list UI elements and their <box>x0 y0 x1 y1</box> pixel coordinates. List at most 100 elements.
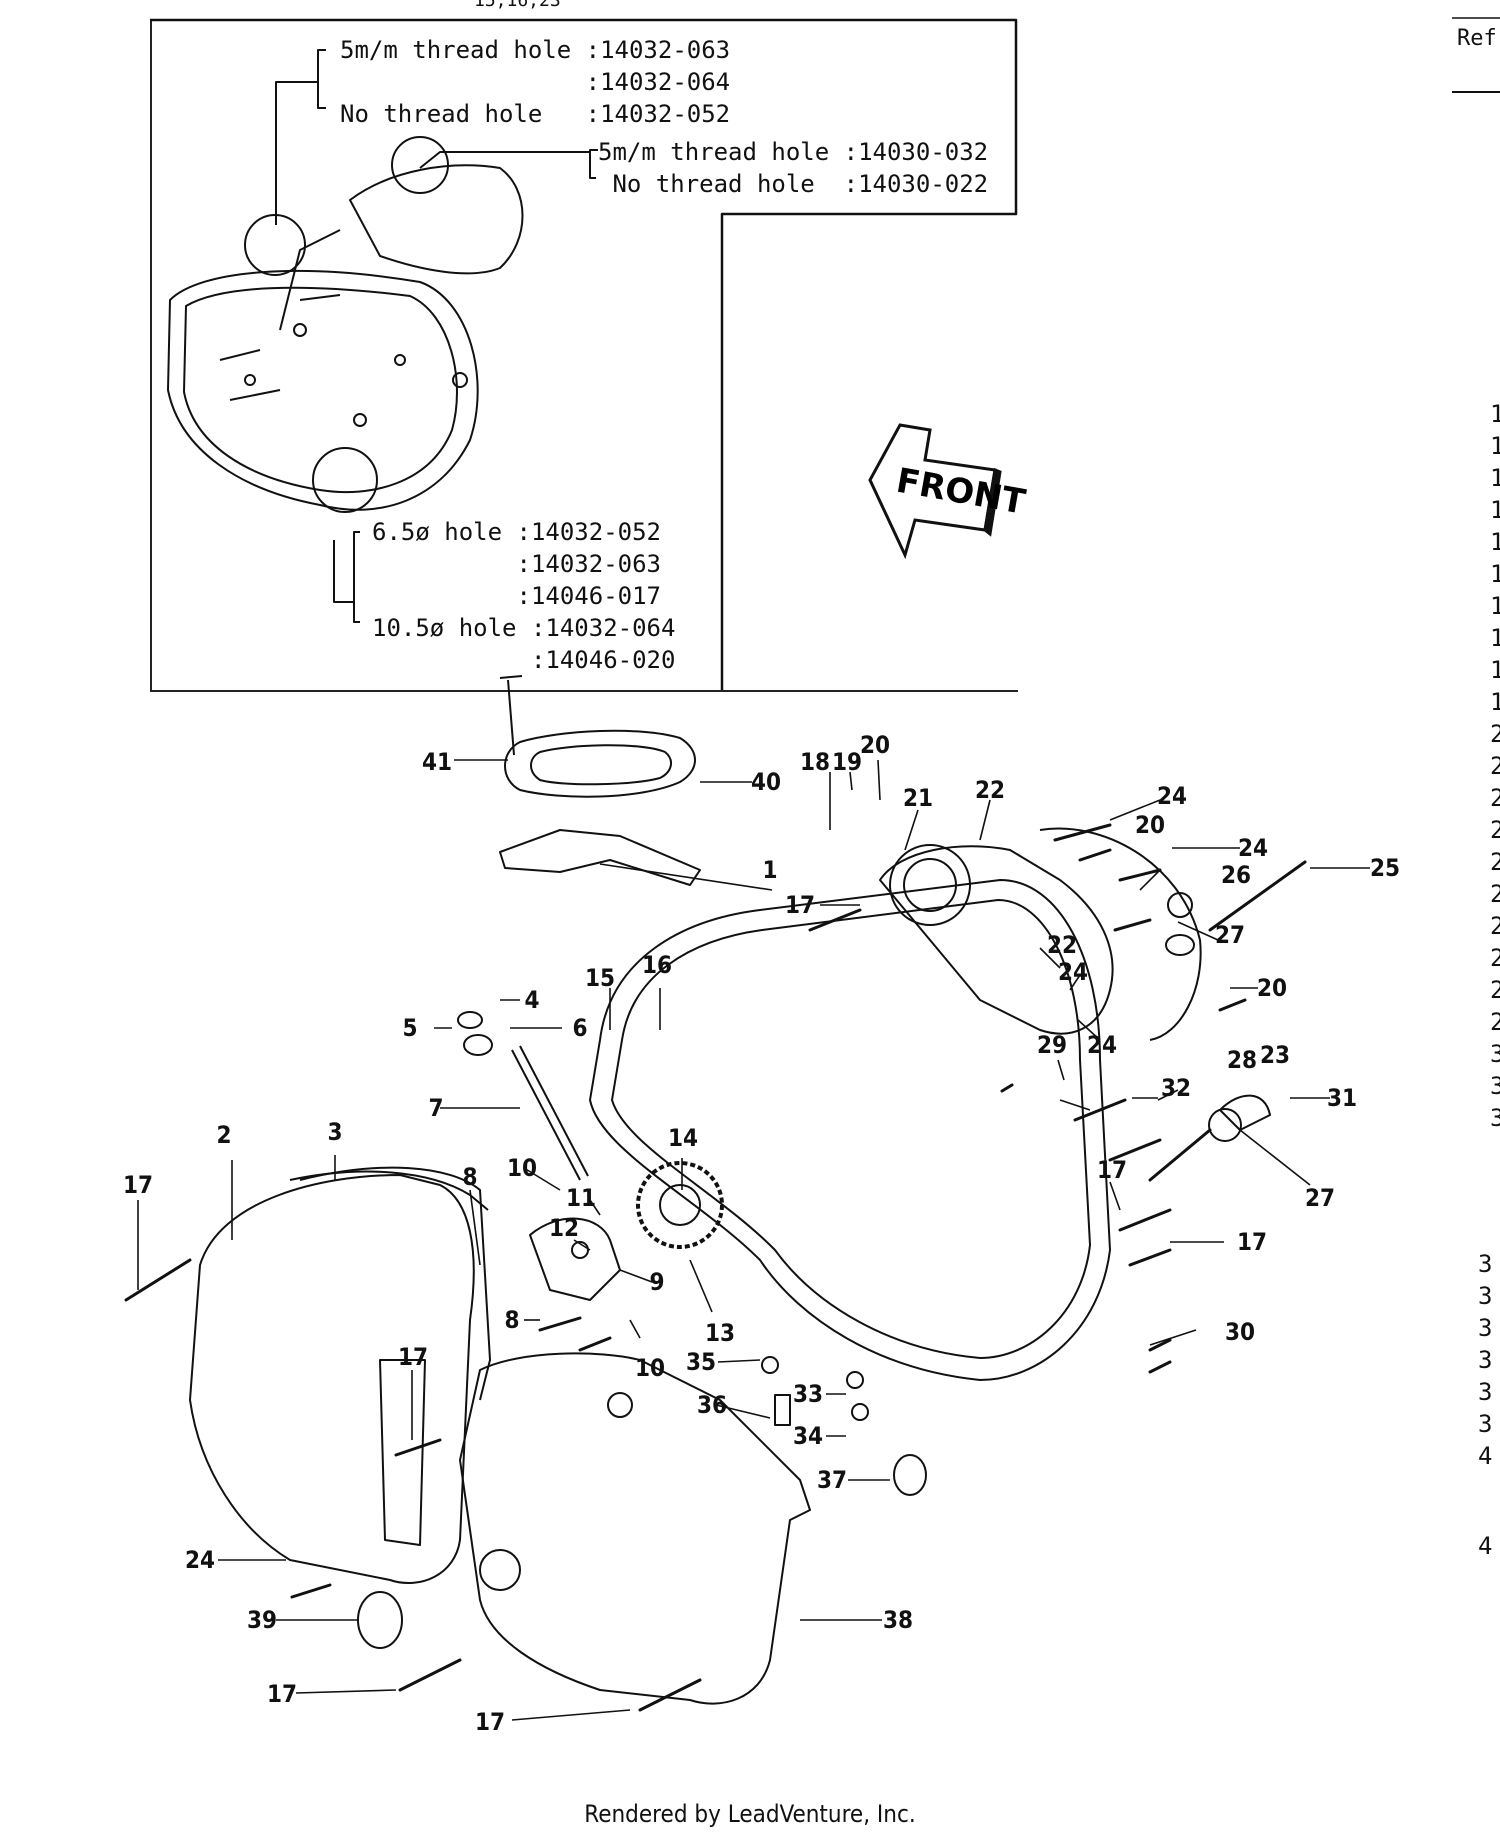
ref-num-9: 1 <box>1490 656 1500 684</box>
footer-credit: Rendered by LeadVenture, Inc. <box>584 1800 916 1828</box>
callout-1: 1 <box>762 856 778 884</box>
callout-35: 35 <box>685 1348 717 1376</box>
callout-7: 7 <box>428 1094 444 1122</box>
top-reference-label: 15,16,23 <box>474 0 561 11</box>
ref-num-10: 1 <box>1490 688 1500 716</box>
ref-num-16: 2 <box>1490 880 1500 908</box>
inset-line-3: No thread hole :14032-052 <box>340 100 731 128</box>
callout-8b: 8 <box>504 1306 520 1334</box>
callout-12: 12 <box>548 1214 580 1242</box>
callout-11: 11 <box>565 1184 597 1212</box>
callout-10a: 10 <box>506 1154 538 1182</box>
front-arrow <box>868 423 1002 560</box>
callout-29: 29 <box>1036 1031 1068 1059</box>
ref-num-17: 2 <box>1490 912 1500 940</box>
inset-line-8: :14046-017 <box>372 582 661 610</box>
callout-34: 34 <box>792 1422 824 1450</box>
callout-39: 39 <box>246 1606 278 1634</box>
callout-5: 5 <box>402 1014 418 1042</box>
callout-6: 6 <box>572 1014 588 1042</box>
callout-4: 4 <box>524 986 540 1014</box>
ref-num-18: 2 <box>1490 944 1500 972</box>
ref-num-3: 1 <box>1490 464 1500 492</box>
ref-num-21: 3 <box>1490 1040 1500 1068</box>
callout-20: 20 <box>859 731 891 759</box>
inset-line-4: 5m/m thread hole :14030-032 <box>598 138 989 166</box>
callout-41: 41 <box>421 748 453 776</box>
callout-14: 14 <box>667 1124 699 1152</box>
callout-27a: 27 <box>1214 921 1246 949</box>
ref-num-19: 2 <box>1490 976 1500 1004</box>
callout-3: 3 <box>327 1118 343 1146</box>
callout-18: 18 <box>799 748 831 776</box>
callout-31: 31 <box>1326 1084 1358 1112</box>
ref-num-20: 2 <box>1490 1008 1500 1036</box>
ref-num-12: 2 <box>1490 752 1500 780</box>
callout-38: 38 <box>882 1606 914 1634</box>
ref-num-22: 3 <box>1490 1072 1500 1100</box>
ref-num-23: 3 <box>1490 1104 1500 1132</box>
inset-line-2: :14032-064 <box>340 68 731 96</box>
inset-line-5: No thread hole :14030-022 <box>598 170 989 198</box>
ref-num-6: 1 <box>1490 560 1500 588</box>
callout-22b: 22 <box>1046 931 1078 959</box>
ref-num-7: 1 <box>1490 592 1500 620</box>
callout-15: 15 <box>584 964 616 992</box>
ref-num-8: 1 <box>1490 624 1500 652</box>
callout-21: 21 <box>902 784 934 812</box>
callout-33: 33 <box>792 1380 824 1408</box>
callout-20a: 20 <box>1134 811 1166 839</box>
ref-num-1: 1 <box>1490 400 1500 428</box>
callout-24a: 24 <box>1156 782 1188 810</box>
callout-17g: 17 <box>474 1708 506 1736</box>
inset-detail-box <box>150 20 1018 692</box>
ref-num-29: 3 <box>1478 1410 1493 1438</box>
callout-24e: 24 <box>184 1546 216 1574</box>
ref-num-26: 3 <box>1478 1314 1493 1342</box>
ref-num-11: 2 <box>1490 720 1500 748</box>
callout-17d: 17 <box>122 1171 154 1199</box>
callout-25: 25 <box>1369 854 1401 882</box>
callout-17a: 17 <box>784 891 816 919</box>
callout-8a: 8 <box>462 1163 478 1191</box>
callout-13: 13 <box>704 1319 736 1347</box>
callout-28: 28 <box>1226 1046 1258 1074</box>
inset-line-1: 5m/m thread hole :14032-063 <box>340 36 731 64</box>
inset-line-7: :14032-063 <box>372 550 661 578</box>
ref-num-30: 4 <box>1478 1442 1493 1470</box>
ref-num-14: 2 <box>1490 816 1500 844</box>
callout-22: 22 <box>974 776 1006 804</box>
ref-num-31: 4 <box>1478 1532 1493 1560</box>
callout-24b: 24 <box>1237 834 1269 862</box>
callout-9: 9 <box>649 1268 665 1296</box>
inset-line-10: :14046-020 <box>372 646 676 674</box>
callout-32: 32 <box>1160 1074 1192 1102</box>
ref-num-2: 1 <box>1490 432 1500 460</box>
callout-17c: 17 <box>1236 1228 1268 1256</box>
callout-36: 36 <box>696 1391 728 1419</box>
callout-40: 40 <box>750 768 782 796</box>
callout-30: 30 <box>1224 1318 1256 1346</box>
reference-column-header: Ref <box>1457 26 1497 51</box>
callout-27b: 27 <box>1304 1184 1336 1212</box>
ref-num-24: 3 <box>1478 1250 1493 1278</box>
callout-17e: 17 <box>397 1343 429 1371</box>
inset-line-6: 6.5ø hole :14032-052 <box>372 518 661 546</box>
callout-10b: 10 <box>634 1354 666 1382</box>
ref-num-4: 1 <box>1490 496 1500 524</box>
callout-19: 19 <box>831 748 863 776</box>
inset-line-9: 10.5ø hole :14032-064 <box>372 614 676 642</box>
callout-17f: 17 <box>266 1680 298 1708</box>
ref-num-28: 3 <box>1478 1378 1493 1406</box>
ref-num-5: 1 <box>1490 528 1500 556</box>
callout-24d: 24 <box>1086 1031 1118 1059</box>
reference-column <box>1452 0 1500 1836</box>
callout-23: 23 <box>1259 1041 1291 1069</box>
ref-num-13: 2 <box>1490 784 1500 812</box>
callout-37: 37 <box>816 1466 848 1494</box>
ref-num-27: 3 <box>1478 1346 1493 1374</box>
callout-26: 26 <box>1220 861 1252 889</box>
ref-num-15: 2 <box>1490 848 1500 876</box>
